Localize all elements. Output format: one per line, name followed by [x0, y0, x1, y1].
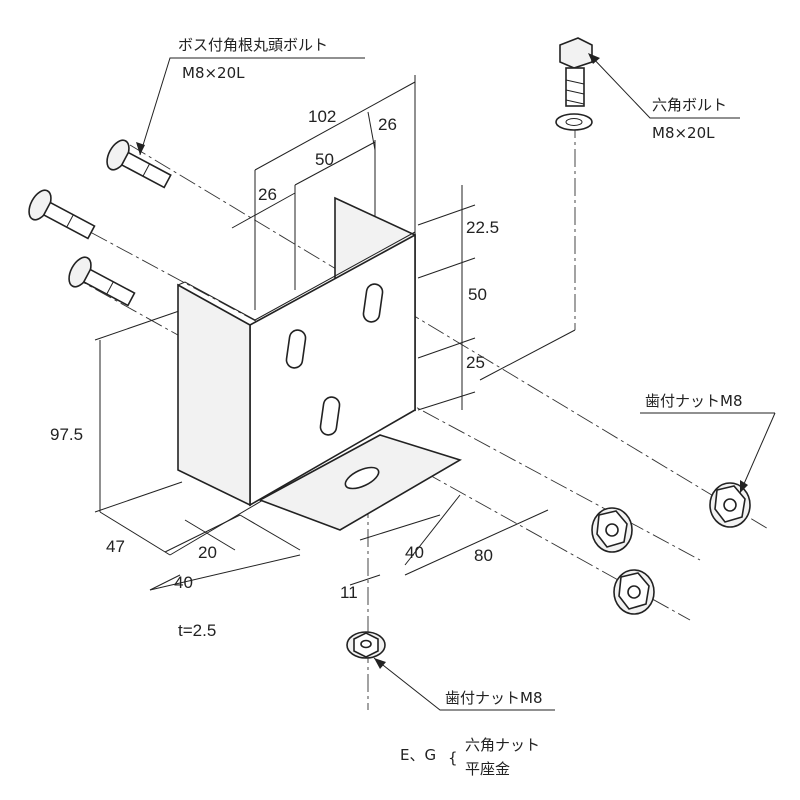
washer [555, 113, 593, 131]
dim-top-gap: 22.5 [466, 218, 499, 237]
option-line1: 六角ナット [465, 736, 540, 754]
boss-bolt-name: ボス付角根丸頭ボルト [178, 36, 328, 54]
thickness-label: t=2.5 [178, 621, 216, 640]
flange-nut [591, 507, 633, 553]
flange-nut-bottom-label: 歯付ナットM8 [445, 689, 543, 707]
slot-hole [319, 396, 341, 436]
flange-nuts [346, 482, 751, 659]
option-prefix: E、G [400, 746, 436, 764]
hex-bolt [555, 37, 593, 131]
dim-foot-80: 80 [474, 546, 493, 565]
slot-hole [285, 329, 307, 369]
dim-right-offset: 26 [378, 115, 397, 134]
boss-bolt [68, 256, 136, 307]
foot-slot [344, 466, 380, 490]
dim-foot-20: 20 [198, 543, 217, 562]
leader-lines [136, 53, 776, 711]
hex-bolt-size: M8×20L [652, 124, 715, 142]
text-labels: ボス付角根丸頭ボルト M8×20L 六角ボルト M8×20L 歯付ナットM8 歯… [50, 36, 743, 778]
dim-foot-40-right: 40 [405, 543, 424, 562]
boss-bolt [106, 139, 172, 189]
flange-nut-bottom [346, 631, 386, 659]
boss-bolt-size: M8×20L [182, 64, 245, 82]
dim-left-offset: 26 [258, 185, 277, 204]
hex-bolt-name: 六角ボルト [652, 96, 727, 114]
dim-middle-span: 50 [315, 150, 334, 169]
flange-nut [709, 482, 751, 528]
flange-nut [613, 569, 655, 615]
boss-bolt [28, 189, 96, 240]
dim-foot-40-left: 40 [174, 573, 193, 592]
boss-bolts [28, 139, 172, 307]
slot-hole [362, 283, 384, 323]
bracket-body [177, 196, 462, 531]
dim-hole: 11 [340, 583, 358, 602]
dimension-lines [94, 75, 549, 591]
dim-depth: 47 [106, 537, 125, 556]
flange-nut-side-label: 歯付ナットM8 [645, 392, 743, 410]
option-line2: 平座金 [465, 760, 510, 778]
dim-bottom-gap: 25 [466, 353, 485, 372]
option-brace: { [448, 749, 458, 767]
dim-total-width: 102 [308, 107, 336, 126]
bracket-front-flange [177, 283, 251, 507]
dim-height: 97.5 [50, 425, 83, 444]
dim-slot-pitch: 50 [468, 285, 487, 304]
